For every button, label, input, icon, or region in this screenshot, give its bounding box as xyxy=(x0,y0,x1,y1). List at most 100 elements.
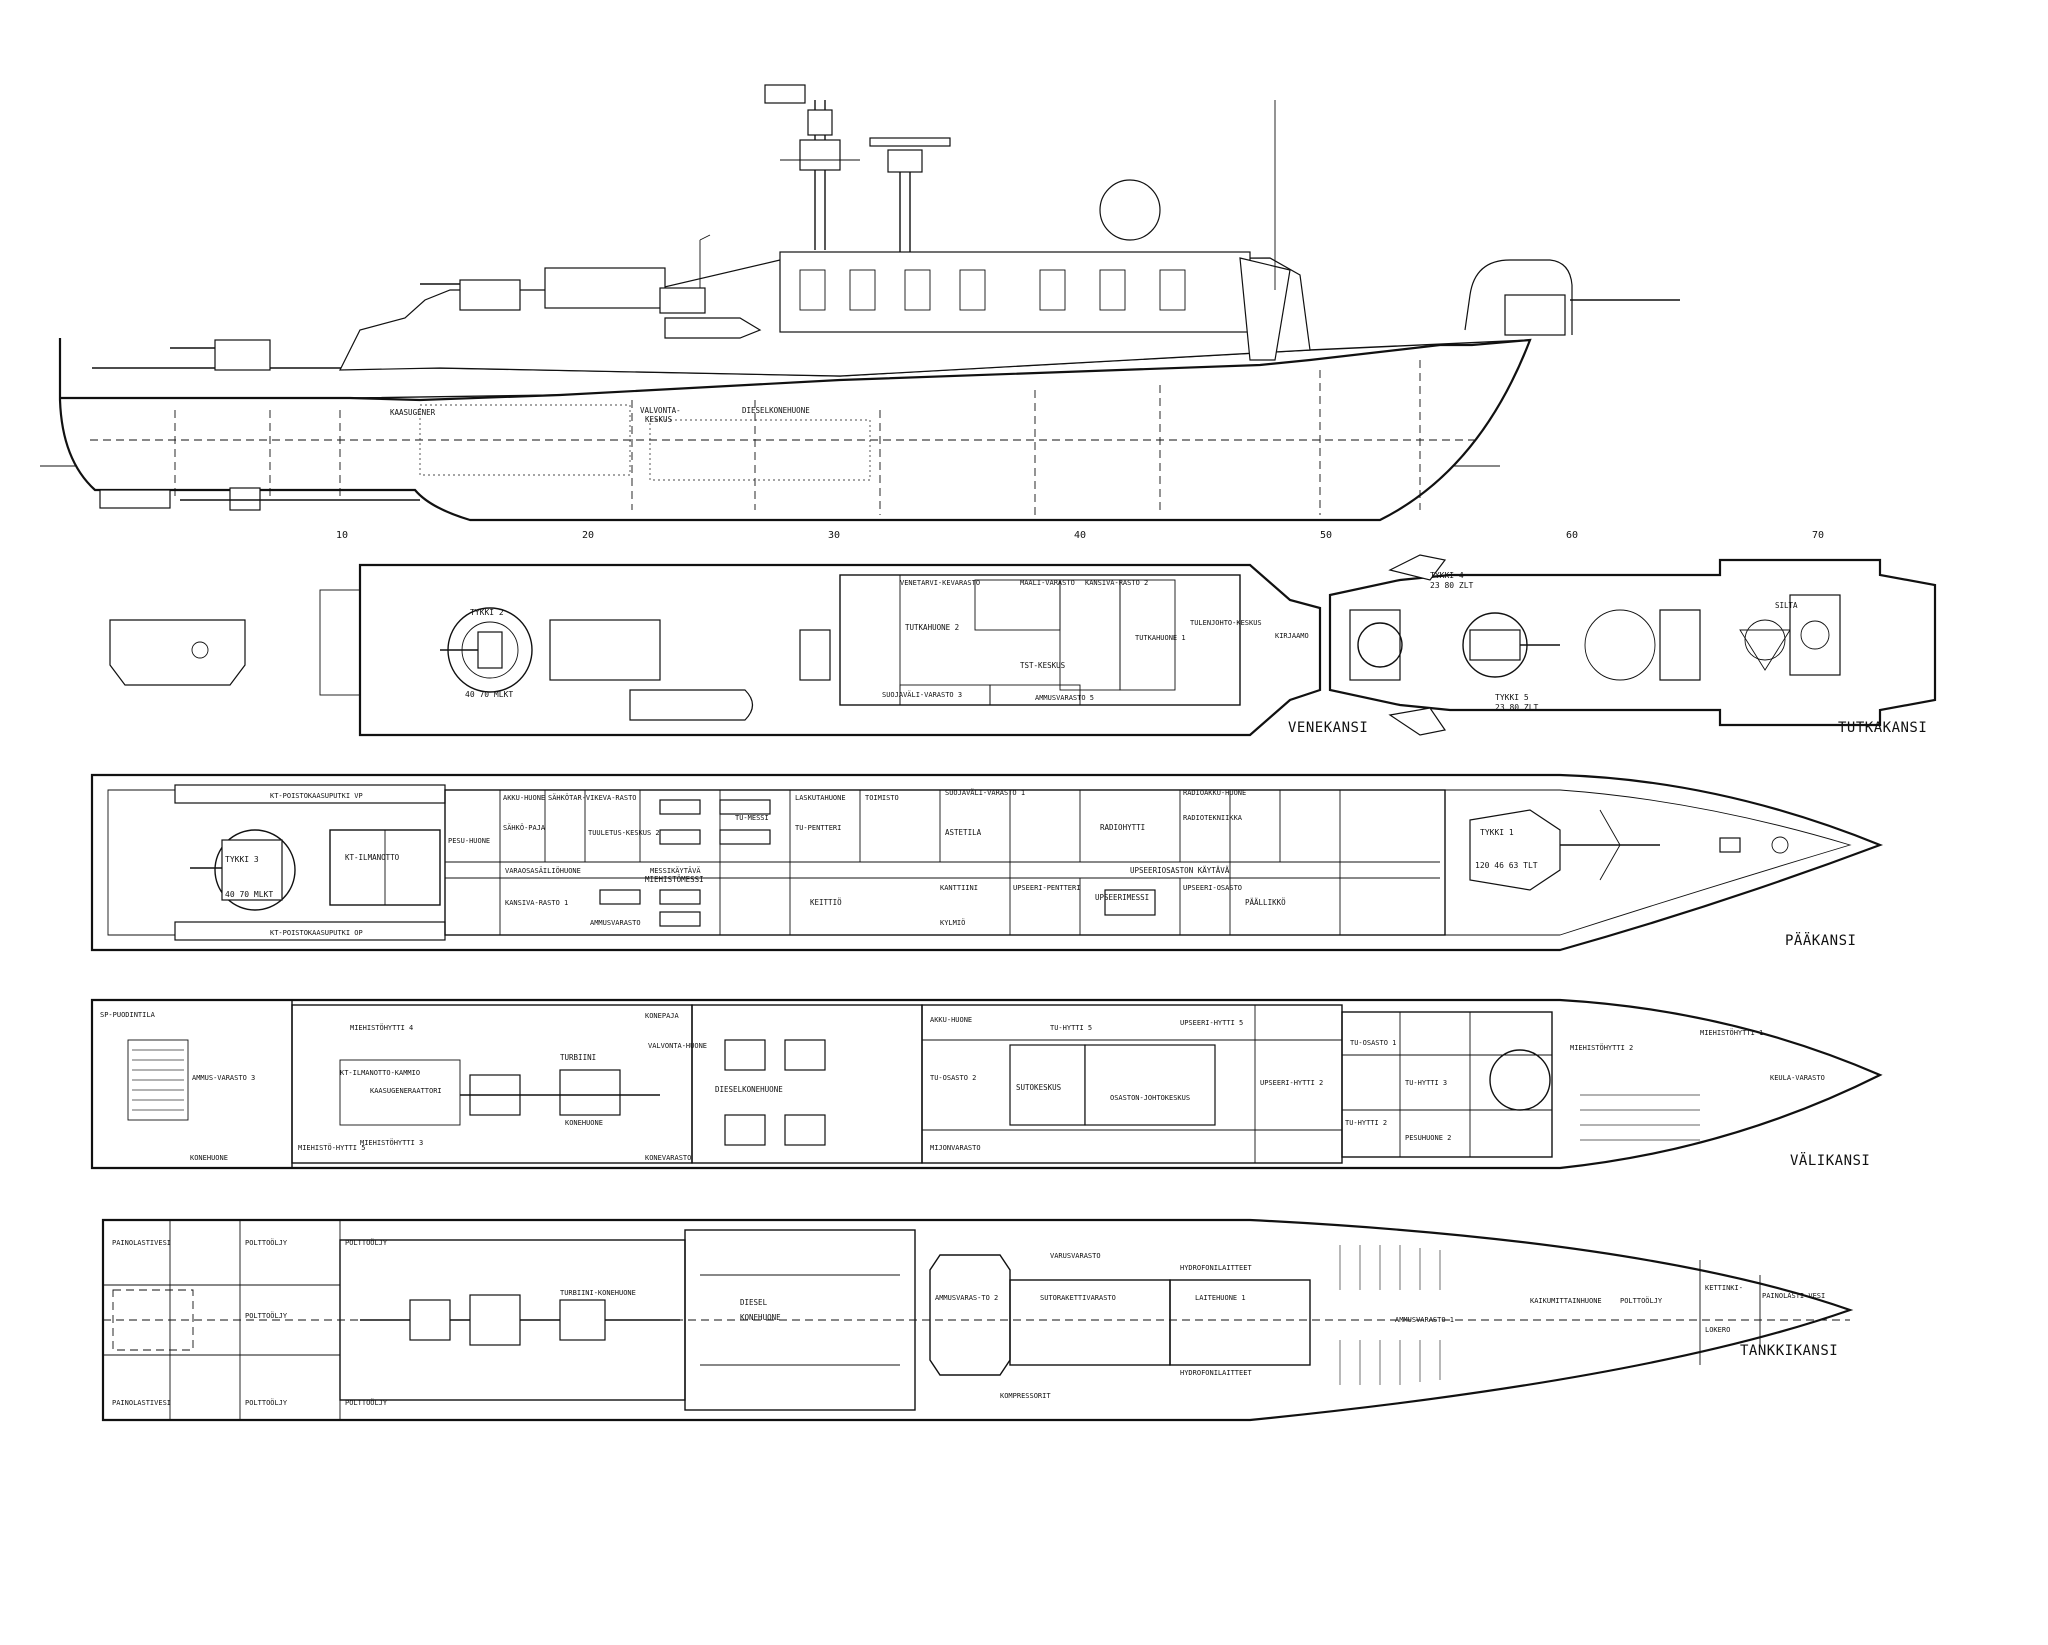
tutkakansi-outline xyxy=(1328,558,1937,727)
label-valvonta-1: VALVONTA- xyxy=(640,406,681,415)
label-kaikumittain: KAIKUMITTAINHUONE xyxy=(1530,1297,1602,1305)
profile-view: 10 20 30 40 50 60 70 KAASUGENER VALVONTA… xyxy=(40,84,1824,541)
tykki-1-label: TYKKI 1 xyxy=(1480,828,1514,837)
forward-gun-ring xyxy=(1489,1049,1551,1111)
label-tutkahuone-1: TUTKAHUONE 1 xyxy=(1135,634,1186,642)
label-akkuhuone-lower: AKKU-HUONE xyxy=(930,1016,972,1024)
label-kompressorit: KOMPRESSORIT xyxy=(1000,1392,1051,1400)
label-polttooljy-5: POLTTOÖLJY xyxy=(345,1398,388,1407)
tykki-2-label: TYKKI 2 xyxy=(470,608,504,617)
label-dieselkonehuone: DIESELKONEHUONE xyxy=(742,406,810,415)
deck-label-paakansi: PÄÄKANSI xyxy=(1785,931,1856,949)
label-varaosasailio: VARAOSASÄILIÖHUONE xyxy=(505,866,581,875)
label-miehistohytti-2: MIEHISTÖHYTTI 2 xyxy=(1570,1043,1633,1052)
label-ammusvarasto-5: AMMUSVARASTO 5 xyxy=(1035,694,1094,702)
rudder xyxy=(99,489,171,509)
label-silta: SILTA xyxy=(1775,601,1798,610)
label-tst-keskus: TST-KESKUS xyxy=(1020,661,1066,670)
label-sp-puoti: SP-PUODINTILA xyxy=(100,1011,156,1019)
label-varusvarasto: VARUSVARASTO xyxy=(1050,1252,1101,1260)
label-radioakkuhuone: RADIOAKKU-HUONE xyxy=(1183,789,1246,797)
label-laitehuone-1: LAITEHUONE 1 xyxy=(1195,1294,1246,1302)
label-venetarvikevarasto: VENETARVI-KEVARASTO xyxy=(900,579,980,587)
label-polttooljy-2: POLTTOÖLJY xyxy=(245,1311,288,1320)
label-akkuhuone: AKKU-HUONE xyxy=(503,794,545,802)
frame-60: 60 xyxy=(1566,530,1578,541)
label-kansivarasto-2: KANSIVA-RASTO 2 xyxy=(1085,579,1148,587)
label-laskutahuone: LASKUTAHUONE xyxy=(795,794,846,802)
label-upseeriosasto: UPSEERI-OSASTO xyxy=(1183,884,1242,892)
bulkheads xyxy=(90,360,1480,515)
label-upseerimessi: UPSEERIMESSI xyxy=(1095,893,1149,902)
label-kaasugener: KAASUGENER xyxy=(390,408,436,417)
label-ammusvarasto-3: AMMUS-VARASTO 3 xyxy=(192,1074,255,1082)
gun-3-mount xyxy=(214,829,296,911)
label-kirjaamo: KIRJAAMO xyxy=(1275,632,1309,640)
main-deck-rooms xyxy=(444,789,1446,936)
label-radiohytti: RADIOHYTTI xyxy=(1100,823,1145,832)
label-upseerihytti-5: UPSEERI-HYTTI 5 xyxy=(1180,1019,1243,1027)
label-keittio: KEITTIÖ xyxy=(810,898,842,907)
mess-tables xyxy=(599,799,1156,927)
frame-10: 10 xyxy=(336,530,348,541)
label-polttooljy-4: POLTTOÖLJY xyxy=(345,1238,388,1247)
label-miehistohytti-5: MIEHISTÖ-HYTTI 5 xyxy=(298,1143,365,1152)
label-diesel: DIESEL xyxy=(740,1298,768,1307)
label-toimisto: TOIMISTO xyxy=(865,794,899,802)
label-kt-ilmanotto: KT-ILMANOTTO xyxy=(345,853,400,862)
label-kanttiini: KANTTIINI xyxy=(940,884,978,892)
masts xyxy=(699,84,1276,310)
sutokeskus xyxy=(1009,1044,1086,1126)
label-ammusvarasto-1: AMMUSVARASTO 1 xyxy=(1395,1316,1454,1324)
laitehuone-room xyxy=(1169,1279,1311,1366)
label-upseerihytti-2: UPSEERI-HYTTI 2 xyxy=(1260,1079,1323,1087)
label-sahkopaja: SÄHKÖ-PAJA xyxy=(503,823,546,832)
label-hydrofoni-top: HYDROFONILAITTEET xyxy=(1180,1264,1252,1272)
label-osastonjohtokeskus: OSASTON-JOHTOKESKUS xyxy=(1110,1094,1190,1102)
label-tu-osasto-1: TU-OSASTO 1 xyxy=(1350,1039,1396,1047)
label-miehistohytti-4: MIEHISTÖHYTTI 4 xyxy=(350,1023,413,1032)
label-polttooljy-fwd: POLTTOÖLJY xyxy=(1620,1296,1663,1305)
paakansi-outline xyxy=(90,773,1884,952)
label-tu-hytti-3: TU-HYTTI 3 xyxy=(1405,1079,1447,1087)
tankkikansi-plan: PAINOLASTIVESI PAINOLASTIVESI POLTTOÖLJY… xyxy=(101,1218,1854,1422)
forward-cabins xyxy=(1341,1011,1553,1158)
label-polttooljy-1: POLTTOÖLJY xyxy=(245,1238,288,1247)
label-kylmio: KYLMIÖ xyxy=(940,918,965,927)
label-ammusvarasto: AMMUSVARASTO xyxy=(590,919,641,927)
hatching-aft xyxy=(132,1049,184,1111)
bunks-forward xyxy=(1580,1094,1700,1141)
label-ammusvarasto-2: AMMUSVARAS-TO 2 xyxy=(935,1294,998,1302)
label-konevarasto: KONEVARASTO xyxy=(645,1154,691,1162)
label-kaasugeneraattori: KAASUGENERAATTORI xyxy=(370,1087,442,1095)
frame-numbers: 10 20 30 40 50 60 70 xyxy=(336,530,1824,541)
label-keulavarasto: KEULA-VARASTO xyxy=(1770,1074,1825,1082)
label-sutokeskus: SUTOKESKUS xyxy=(1016,1083,1062,1092)
label-painolastivesi-bottom: PAINOLASTIVESI xyxy=(112,1399,171,1407)
label-tu-pentteri: TU-PENTTERI xyxy=(795,824,841,832)
label-tu-osasto-2: TU-OSASTO 2 xyxy=(930,1074,976,1082)
tykki-4-label: TYKKI 4 xyxy=(1430,571,1464,580)
sheer-line xyxy=(60,394,561,399)
tykki-3-spec: 40 70 MLKT xyxy=(225,890,273,899)
profile-guns xyxy=(170,259,1680,371)
label-upseerikaytava: UPSEERIOSASTON KÄYTÄVÄ xyxy=(1130,866,1230,875)
label-dieselkonehuone-lower: DIESELKONEHUONE xyxy=(715,1085,783,1094)
label-miehistomessi: MIEHISTÖMESSI xyxy=(645,875,704,884)
tykki-2-spec: 40 70 MLKT xyxy=(465,690,513,699)
frame-40: 40 xyxy=(1074,530,1086,541)
label-radiotekniikka: RADIOTEKNIIKKA xyxy=(1183,814,1243,822)
label-tulenjohto: TULENJOHTO-KESKUS xyxy=(1190,619,1262,627)
label-kt-vp: KT-POISTOKAASUPUTKI VP xyxy=(270,792,363,800)
tykki-3-label: TYKKI 3 xyxy=(225,855,259,864)
label-konepaja: KONEPAJA xyxy=(645,1012,680,1020)
label-miehistohytti-1: MIEHISTÖHYTTI 1 xyxy=(1700,1028,1763,1037)
paakansi-plan: KT-POISTOKAASUPUTKI VP KT-POISTOKAASUPUT… xyxy=(90,773,1884,952)
valikansi-outline xyxy=(90,998,1883,1170)
label-hydrofoni-bottom: HYDROFONILAITTEET xyxy=(1180,1369,1252,1377)
label-valvonta-2: KESKUS xyxy=(645,415,673,424)
frame-70: 70 xyxy=(1812,530,1824,541)
deck-label-valikansi: VÄLIKANSI xyxy=(1790,1151,1870,1169)
label-tu-hytti-2: TU-HYTTI 2 xyxy=(1345,1119,1387,1127)
label-tutkahuone-2: TUTKAHUONE 2 xyxy=(905,623,959,632)
